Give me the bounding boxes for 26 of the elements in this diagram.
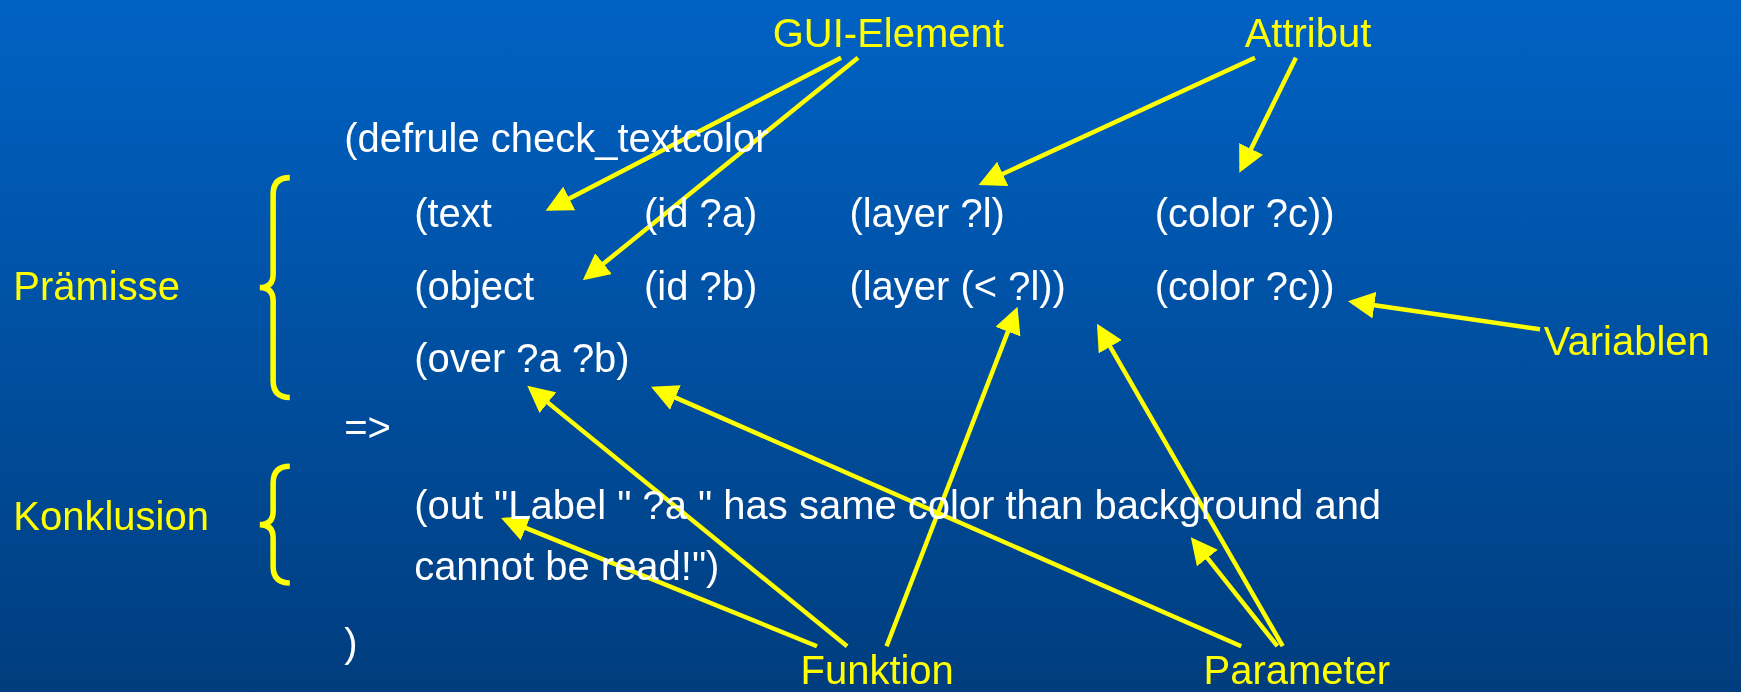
code-text: (object xyxy=(414,264,535,309)
code-text: (color ?c)) xyxy=(1154,264,1335,309)
code-text: ) xyxy=(344,621,358,667)
annotation-label: Konklusion xyxy=(13,494,209,539)
leader-arrow xyxy=(1239,56,1298,173)
leader-arrow xyxy=(1190,537,1280,648)
annotation-label: Attribut xyxy=(1244,11,1372,56)
leader-arrow xyxy=(501,515,818,649)
code-text: (layer (< ?l)) xyxy=(849,264,1066,309)
annotation-label: Parameter xyxy=(1203,648,1391,692)
code-text: (text xyxy=(414,190,492,236)
code-text: (color ?c)) xyxy=(1154,190,1335,236)
code-text: => xyxy=(344,405,391,450)
annotation-label: Funktion xyxy=(800,648,954,692)
annotation-label: GUI-Element xyxy=(772,11,1004,56)
leader-arrow xyxy=(1097,323,1285,648)
leader-arrow xyxy=(651,385,1243,649)
code-text: (over ?a ?b) xyxy=(414,336,630,381)
leader-arrow xyxy=(978,55,1256,186)
code-text: (id ?b) xyxy=(643,264,758,309)
leader-arrow xyxy=(884,306,1021,647)
annotation-label: Prämisse xyxy=(13,264,180,309)
leader-arrow xyxy=(527,385,849,648)
annotation-label: Variablen xyxy=(1543,319,1710,365)
leader-arrow xyxy=(1347,292,1541,332)
code-text: (layer ?l) xyxy=(849,190,1005,236)
